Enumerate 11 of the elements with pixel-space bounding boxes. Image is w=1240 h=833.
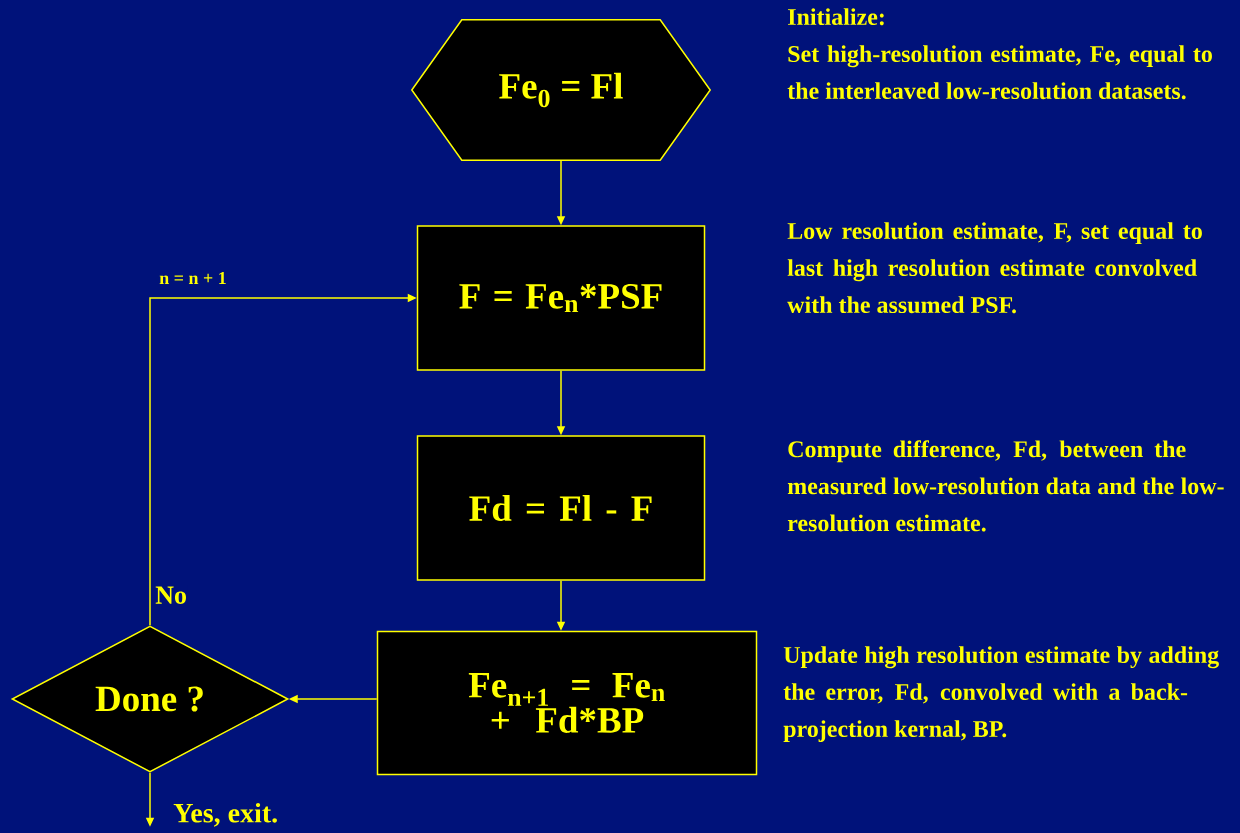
- description-text: Low resolution estimate, F, set equal to last high resolution estimate convolved with the assumed PSF.: [787, 222, 1202, 314]
- description-text: Set high-resolution estimate, Fe, equal to the interleaved low-resolution datasets.: [787, 45, 1212, 100]
- edge-label: No: [155, 586, 186, 604]
- description-text: Update high resolution estimate by adding the error, Fd, convolved with a back-projection kernal, BP.: [783, 646, 1219, 742]
- loop-label: n = n + 1: [159, 272, 226, 284]
- heading: Initialize:: [788, 8, 884, 26]
- process-box: Fe$_{n+1}$ = Fe$_{n}$ + Fd*BP: [376, 630, 758, 776]
- process-box: F = Fe$_{n}$*PSF: [416, 225, 706, 371]
- process-box: Fd = Fl - F: [416, 435, 706, 581]
- description-text: Compute difference, Fd, between the measured low-resolution data and the low-resolution estimate.: [787, 440, 1224, 532]
- edge-label: Yes, exit.: [173, 802, 277, 827]
